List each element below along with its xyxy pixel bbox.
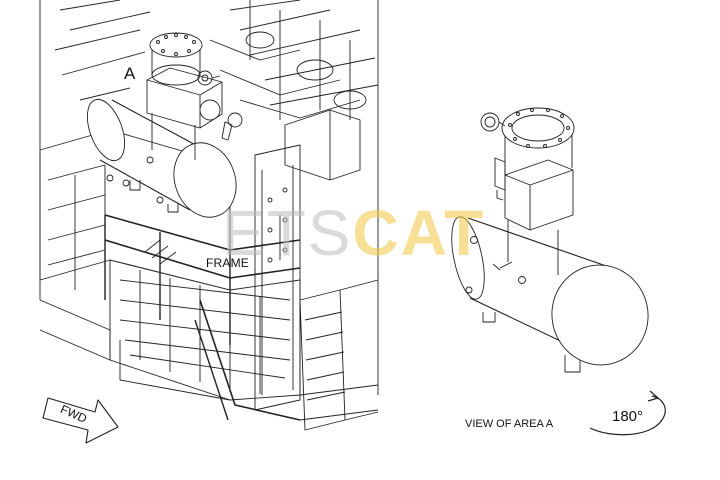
rotation-arrow-icon [589,395,666,436]
area-callout-label: A [124,64,136,83]
air-tank-installed [86,98,237,218]
frame-label: FRAME [206,256,249,270]
rotation-label: 180° [612,408,644,425]
air-tank-detail [451,107,649,373]
watermark-part2: CAT [352,197,486,269]
watermark: ETSCAT [222,196,485,270]
filter-housing-installed [146,32,233,160]
watermark-part1: ETS [222,197,353,269]
forward-arrow-icon [42,397,119,444]
view-caption: VIEW OF AREA A [465,418,554,430]
machine-frame [39,0,379,431]
